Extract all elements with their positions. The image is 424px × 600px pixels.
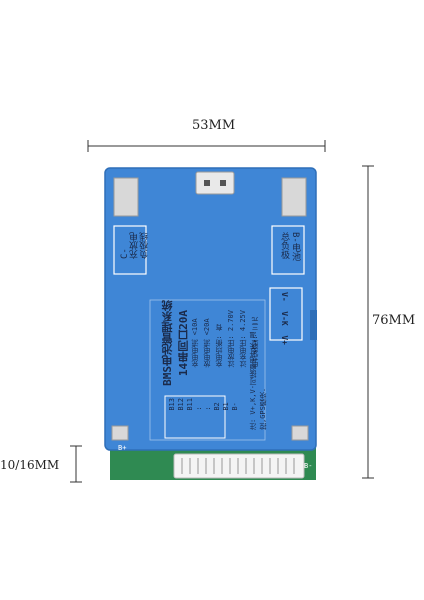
board-note: 注: V+,K,V-可接弱电开关,温控,GPS模块. [249,331,267,430]
terminal-label: B1 [222,402,230,411]
corner-label-left: B+ [118,444,127,452]
terminal-label: : [195,406,203,411]
width-dimension-label: 53MM [192,118,236,133]
spec-item: 过充电压: 4.25V [239,310,247,368]
terminal-label: B11 [186,398,194,411]
spec-item: 充电电流 <10A [191,318,199,368]
side-label-text: V- V-K V+ [280,292,289,345]
balance-connector [173,453,305,479]
terminal-labels: B13 B12 B11 : : B2 B1 B- [168,398,239,411]
right-label-text: B-电池 总负极 [279,232,300,261]
terminal-label: B13 [168,398,176,411]
terminal-box [164,395,226,439]
corner-label-right: B- [304,462,313,470]
pad-left [113,177,139,217]
terminal-label: B12 [177,398,185,411]
terminal-label: B- [231,402,239,411]
board-cover [105,168,316,450]
spec-item: 充电均衡: 有 [215,324,223,368]
top-connector [195,171,235,195]
right-label-box [271,225,305,275]
terminal-label: B2 [213,402,221,411]
spec-item: 放电电流 <20A [203,318,211,368]
spec-item: 过放电压: 2.70V [227,310,235,368]
dimension-lines [70,140,374,483]
side-label-box [269,287,303,341]
thickness-dimension-label: 10/16MM [0,458,60,472]
pad-right [281,177,307,217]
board-title-line1: BMS电池管理系统 [161,300,174,386]
terminal-label: : [204,406,212,411]
height-dimension-label: 76MM [372,313,416,328]
left-label-text: C- 充放电 负极线 [120,232,150,259]
left-label-box [113,225,147,275]
